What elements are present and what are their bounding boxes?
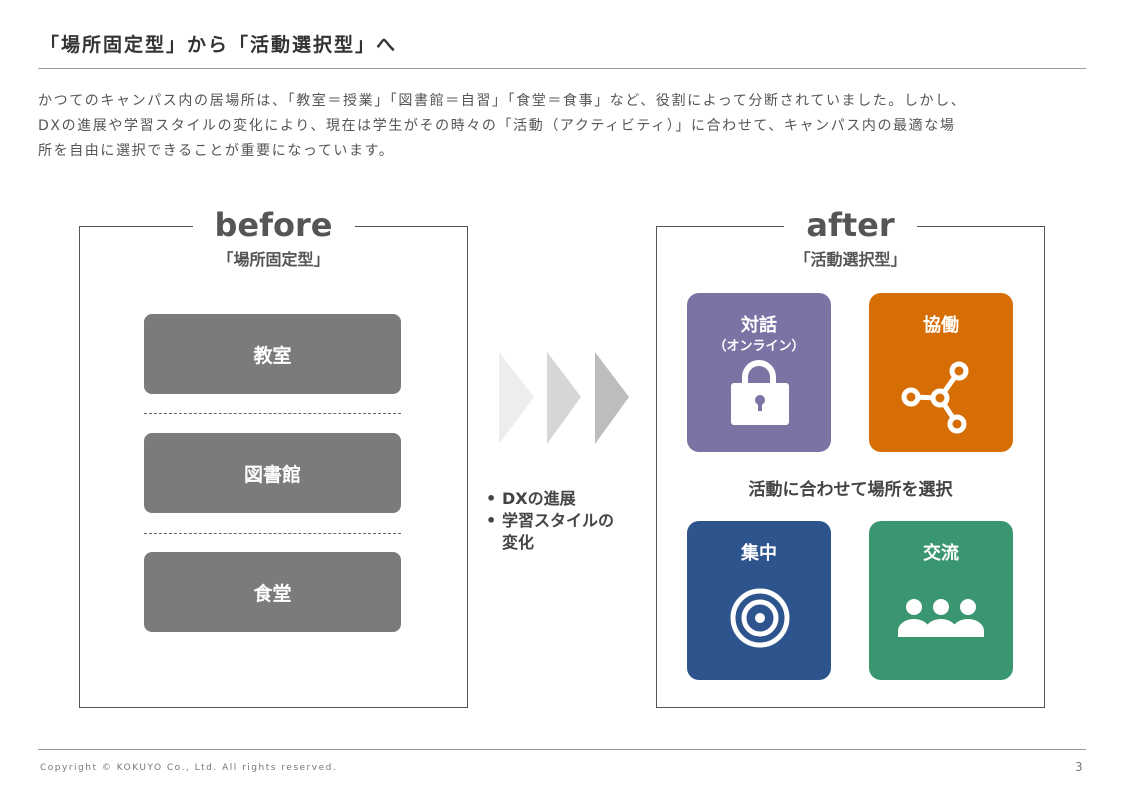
after-heading: after bbox=[784, 205, 917, 245]
before-panel: before 「場所固定型」 教室 図書館 食堂 bbox=[79, 205, 468, 708]
place-cafeteria: 食堂 bbox=[144, 552, 401, 632]
tile-label: 対話 bbox=[741, 315, 777, 336]
before-heading: before bbox=[192, 205, 355, 245]
before-subtitle: 「場所固定型」 bbox=[217, 250, 330, 269]
divider bbox=[144, 533, 401, 534]
tile-sublabel: （オンライン） bbox=[713, 339, 805, 354]
tile-dialogue: 対話 （オンライン） bbox=[687, 293, 831, 452]
people-icon bbox=[898, 599, 984, 637]
tile-label: 交流 bbox=[923, 543, 959, 564]
list-item: •学習スタイルの bbox=[486, 511, 615, 530]
after-panel: after 「活動選択型」 対話 （オンライン） 協働 活動に合わせて場所を bbox=[656, 205, 1045, 708]
copyright-text: Copyright © KOKUYO Co., Ltd. All rights … bbox=[40, 763, 338, 773]
tile-collaboration: 協働 bbox=[869, 293, 1013, 452]
driver-list: •DXの進展 •学習スタイルの 変化 bbox=[486, 488, 614, 554]
page-number: 3 bbox=[1075, 760, 1083, 774]
lead-line: かつてのキャンパス内の居場所は、「教室＝授業」「図書館＝自習」「食堂＝食事」など… bbox=[38, 93, 967, 109]
list-item: 変化 bbox=[486, 532, 614, 554]
lead-line: 所を自由に選択できることが重要になっています。 bbox=[38, 143, 395, 159]
target-icon bbox=[730, 588, 790, 648]
chevron-arrows-icon bbox=[499, 352, 629, 444]
lead-line: DXの進展や学習スタイルの変化により、現在は学生がその時々の「活動（アクティビテ… bbox=[38, 118, 956, 134]
driver-dx: DXの進展 bbox=[502, 489, 576, 508]
chevron-icon bbox=[499, 352, 534, 444]
tile-label: 協働 bbox=[923, 315, 959, 336]
list-item: •DXの進展 bbox=[486, 489, 576, 508]
chevron-icon bbox=[547, 352, 581, 444]
footer-divider bbox=[38, 749, 1086, 750]
after-subtitle: 「活動選択型」 bbox=[794, 250, 907, 269]
title-divider bbox=[38, 68, 1086, 69]
tile-label: 集中 bbox=[741, 543, 777, 564]
share-icon bbox=[901, 361, 969, 434]
chevron-icon bbox=[595, 352, 629, 444]
activity-note: 活動に合わせて場所を選択 bbox=[748, 480, 953, 500]
tile-interaction: 交流 bbox=[869, 521, 1013, 680]
place-classroom: 教室 bbox=[144, 314, 401, 394]
lock-icon bbox=[731, 360, 789, 425]
divider bbox=[144, 413, 401, 414]
driver-learning-style-cont: 変化 bbox=[502, 533, 535, 552]
lead-paragraph: かつてのキャンパス内の居場所は、「教室＝授業」「図書館＝自習」「食堂＝食事」など… bbox=[38, 89, 1098, 164]
driver-learning-style: 学習スタイルの bbox=[502, 511, 615, 530]
place-library: 図書館 bbox=[144, 433, 401, 513]
page-title: 「場所固定型」から「活動選択型」へ bbox=[40, 34, 398, 56]
tile-focus: 集中 bbox=[687, 521, 831, 680]
